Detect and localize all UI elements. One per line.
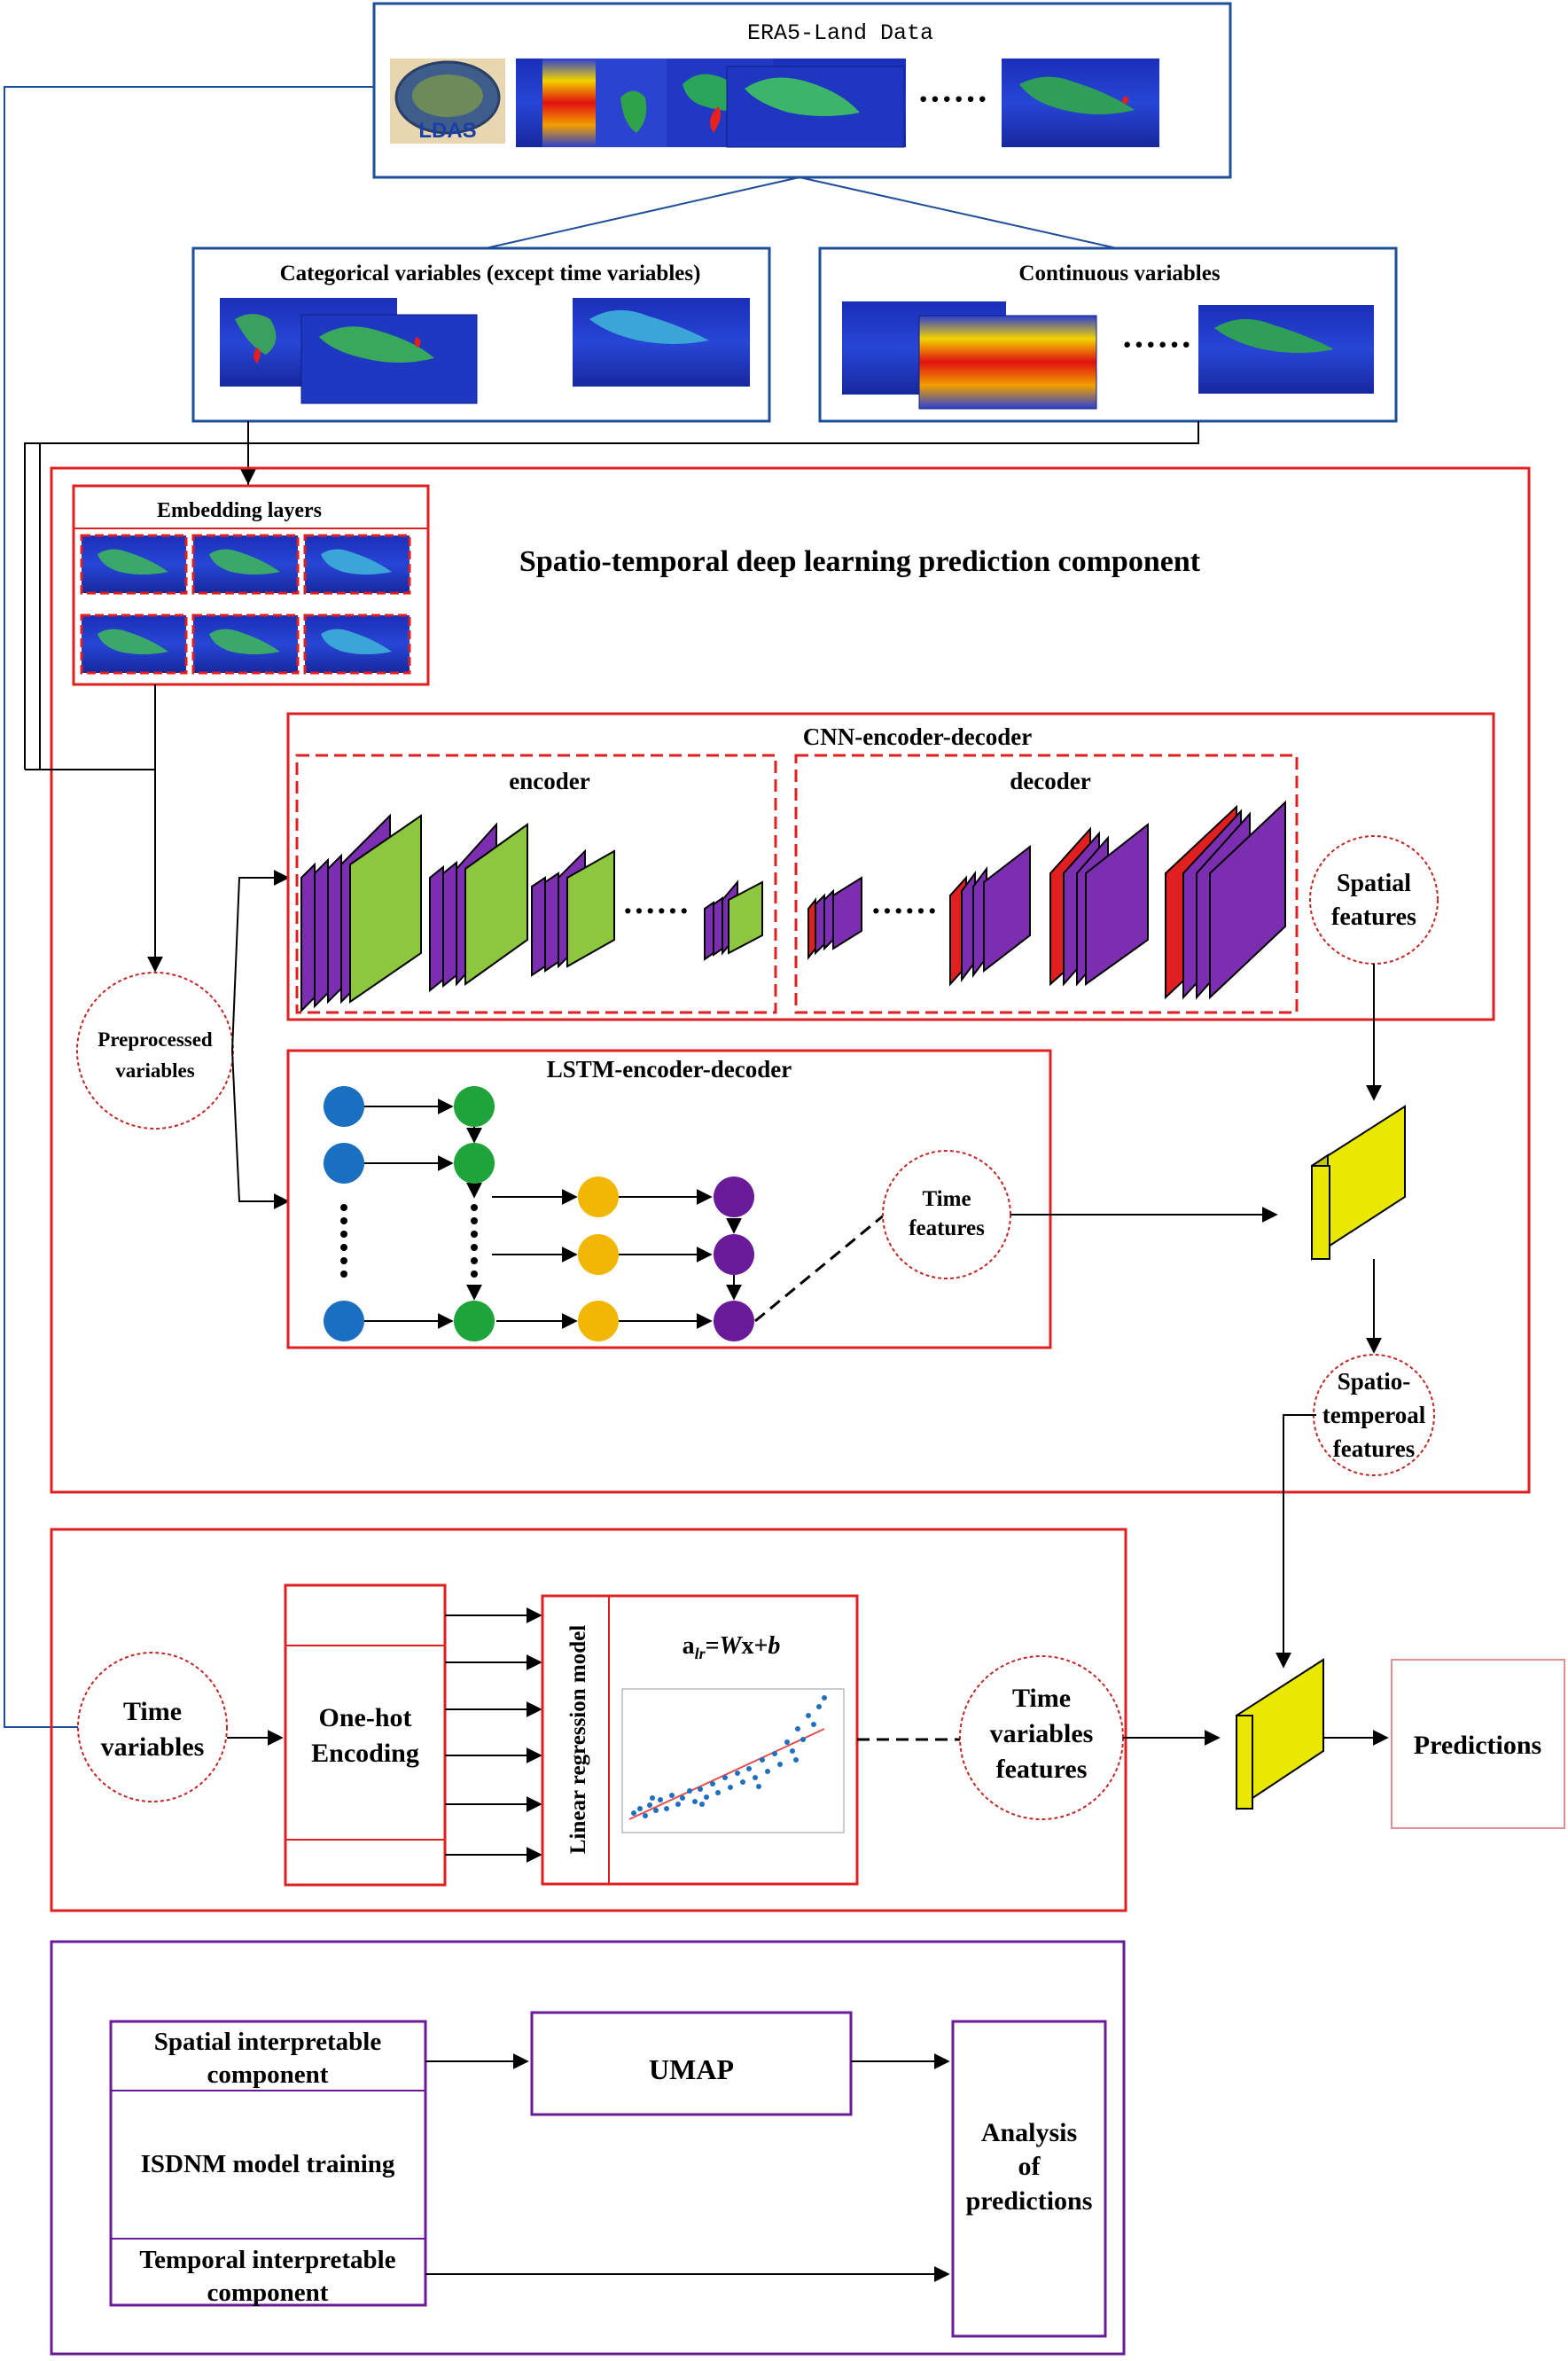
preprocessed-line-1: variables (115, 1059, 194, 1082)
decoder-dashed-box (794, 754, 1299, 1014)
one-hot-line-1: Encoding (311, 1739, 419, 1768)
spatial-interpretable-line-1: component (207, 2060, 329, 2089)
one-hot-encoding-box: One-hot Encoding (284, 1583, 447, 1887)
regression-formula: alr=Wx+b (683, 1632, 781, 1662)
spatiotemporal-fusion-block (1311, 1105, 1406, 1261)
continuous-ellipsis: ······ (1121, 324, 1192, 364)
temporal-branch-box (50, 1528, 1127, 1912)
era5-title: ERA5-Land Data (747, 20, 933, 46)
lstm-decoder-nodes (578, 1177, 619, 1341)
time-variables-line-1: variables (101, 1732, 205, 1762)
preprocessed-variables-node: Preprocessed variables (76, 972, 234, 1130)
split-line-left (485, 176, 800, 249)
encoder-label: encoder (509, 768, 589, 794)
era5-ellipsis: ······ (917, 79, 988, 119)
temporal-interpretable-line-0: Temporal interpretable (139, 2246, 395, 2274)
embedding-title: Embedding layers (157, 499, 322, 522)
lstm-encoder-decoder-box: LSTM-encoder-decoder (286, 1049, 1052, 1349)
predictions-box: Predictions (1391, 1659, 1565, 1829)
preprocessed-line-0: Preprocessed (98, 1028, 213, 1051)
lstm-input-nodes (324, 1086, 364, 1341)
temporal-interpretable-line-1: component (207, 2279, 329, 2307)
time-variables-line-0: Time (123, 1697, 182, 1726)
cnn-title: CNN-encoder-decoder (803, 723, 1032, 750)
decoder-blocks (807, 800, 1286, 1000)
encoder-ellipsis: ······ (622, 893, 690, 930)
one-hot-line-0: One-hot (319, 1703, 412, 1732)
spatial-interpretable-line-0: Spatial interpretable (154, 2028, 382, 2056)
spatiotemporal-to-final-arrow (1275, 1414, 1316, 1669)
to-cnn-arrow (231, 870, 290, 1052)
time-features-line-0: Time (922, 1187, 971, 1211)
ldas-logo-text: LDAS (418, 119, 476, 143)
time-variables-features-node: Time variables features (959, 1655, 1124, 1820)
spatial-features-node: Spatial features (1309, 835, 1439, 965)
time-variable-bypass-line (4, 86, 374, 1728)
spatiotemporal-line-2: features (1333, 1435, 1415, 1462)
time-var-features-line-0: Time (1012, 1684, 1071, 1713)
era5-source-box: ERA5-Land Data LDAS ······ (372, 2, 1232, 179)
linear-regression-box: Linear regression model alr=Wx+b (541, 1594, 859, 1886)
spatiotemporal-component-box: Spatio-temporal deep learning prediction… (50, 466, 1531, 1494)
embedding-map-grid (80, 534, 411, 675)
encoder-dashed-box (295, 754, 777, 1014)
era5-map-stack (516, 59, 906, 148)
time-features-node: Time features (882, 1150, 1011, 1279)
onehot-to-regression-arrows (445, 1607, 542, 1863)
split-line-right (799, 176, 1118, 249)
time-features-line-1: features (909, 1216, 985, 1240)
analysis-line-2: predictions (966, 2186, 1093, 2216)
analysis-line-1: of (1018, 2152, 1041, 2181)
cnn-encoder-decoder-box: CNN-encoder-decoder encoder decoder (286, 712, 1495, 1021)
spatiotemporal-features-node: Spatio- temperoal features (1313, 1354, 1435, 1476)
embedding-layers-box: Embedding layers (72, 484, 430, 686)
decoder-label: decoder (1010, 768, 1090, 794)
predictions-label: Predictions (1414, 1731, 1541, 1760)
analysis-box: Analysis of predictions (951, 2020, 1107, 2338)
umap-label: UMAP (649, 2053, 734, 2085)
decoder-ellipsis: ······ (870, 893, 938, 930)
isdnm-stack-box: Spatial interpretable component ISDNM mo… (109, 2020, 427, 2307)
interpretability-box (50, 1940, 1126, 2356)
lstm-encoder-nodes (454, 1086, 495, 1341)
continuous-to-preprocessed-line (39, 421, 1199, 770)
spatiotemporal-line-0: Spatio- (1338, 1368, 1411, 1395)
spatiotemporal-line-1: temperoal (1322, 1402, 1426, 1428)
lstm-title: LSTM-encoder-decoder (547, 1056, 792, 1083)
era5-last-map (1002, 59, 1159, 147)
analysis-line-0: Analysis (981, 2118, 1077, 2147)
continuous-variables-box: Continuous variables ······ (818, 246, 1398, 423)
categorical-variables-box: Categorical variables (except time varia… (191, 246, 771, 423)
continuous-title: Continuous variables (1018, 262, 1220, 285)
regression-scatter-plot (621, 1688, 845, 1833)
time-var-features-line-2: features (996, 1755, 1088, 1784)
linear-regression-label: Linear regression model (566, 1625, 590, 1854)
component-title: Spatio-temporal deep learning prediction… (519, 545, 1201, 578)
to-lstm-arrow (231, 1050, 290, 1209)
umap-box: UMAP (530, 2011, 853, 2116)
encoder-blocks (300, 813, 763, 1013)
final-fusion-block (1236, 1658, 1324, 1810)
time-var-features-line-1: variables (990, 1719, 1094, 1748)
isdnm-training-label: ISDNM model training (141, 2150, 395, 2178)
categorical-title: Categorical variables (except time varia… (280, 262, 701, 285)
time-variables-node: Time variables (77, 1652, 228, 1802)
spatial-line-0: Spatial (1337, 870, 1411, 897)
lstm-output-nodes (714, 1177, 754, 1341)
spatial-line-1: features (1331, 903, 1416, 931)
ldas-logo: LDAS (390, 59, 505, 144)
